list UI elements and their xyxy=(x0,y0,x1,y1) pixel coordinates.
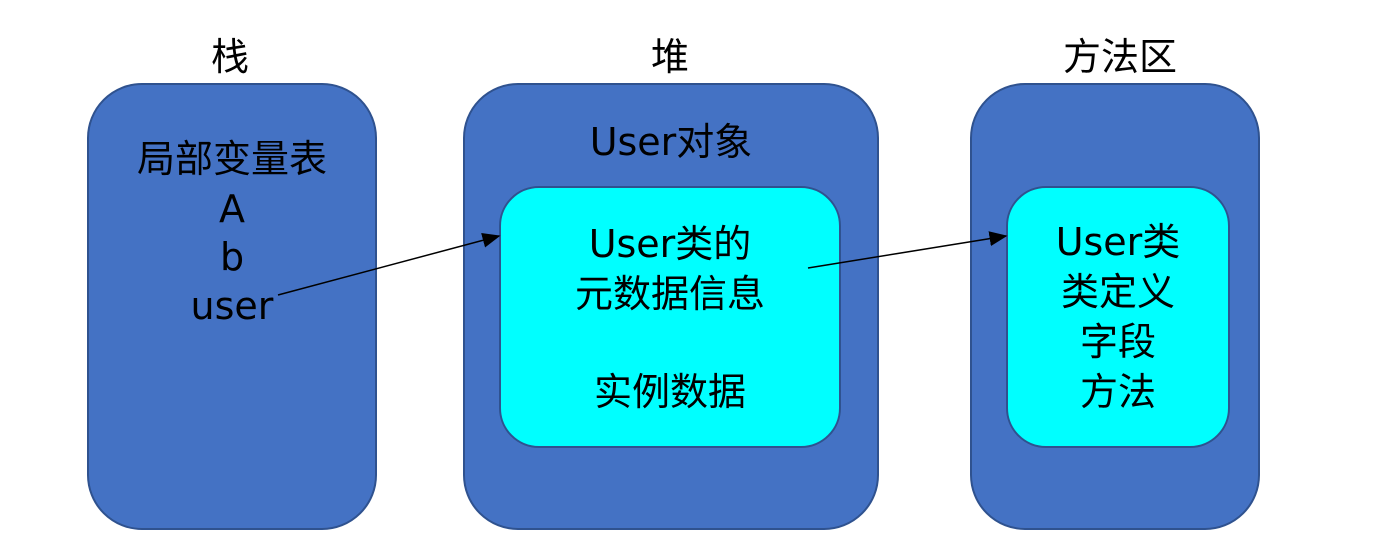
method-area-user-class: User类 xyxy=(1055,220,1181,264)
heap-object-inner-box xyxy=(499,186,841,448)
method-area-inner-box xyxy=(1006,186,1230,448)
heap-object-label: User对象 xyxy=(589,120,753,164)
stack-var-a: A xyxy=(219,187,245,231)
stack-title: 栈 xyxy=(210,35,249,79)
stack-var-b: b xyxy=(219,235,245,279)
stack-box xyxy=(87,83,377,530)
heap-instance-data: 实例数据 xyxy=(593,370,746,414)
method-area-title: 方法区 xyxy=(1062,35,1177,79)
heap-title: 堆 xyxy=(650,35,689,79)
stack-local-var-table-label: 局部变量表 xyxy=(136,137,327,181)
heap-metadata-line2: 元数据信息 xyxy=(574,272,765,316)
method-area-methods: 方法 xyxy=(1079,370,1156,414)
stack-var-user: user xyxy=(190,284,274,328)
method-area-fields: 字段 xyxy=(1079,320,1156,364)
method-area-class-definition: 类定义 xyxy=(1060,270,1175,314)
heap-metadata-line1: User类的 xyxy=(588,222,752,266)
